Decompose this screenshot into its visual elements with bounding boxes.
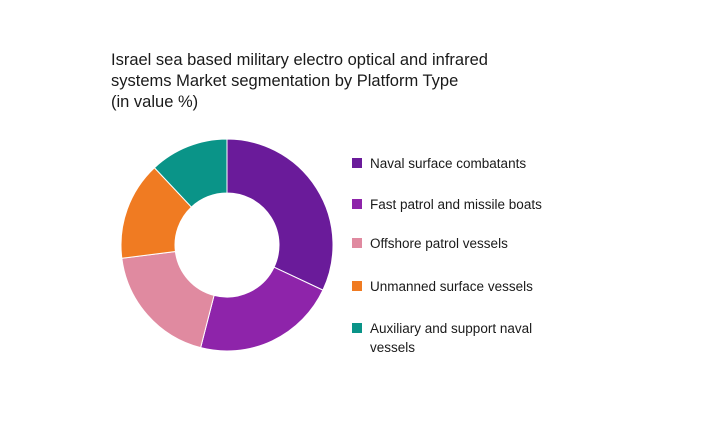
legend-item-naval-surface-combatants: Naval surface combatants — [352, 154, 570, 173]
legend-label-unmanned-surface-vessels: Unmanned surface vessels — [370, 279, 533, 294]
chart-title-line-1: Israel sea based military electro optica… — [111, 51, 488, 69]
legend-item-fast-patrol-missile-boats: Fast patrol and missile boats — [352, 195, 570, 214]
legend-swatch-unmanned-surface-vessels — [352, 281, 362, 291]
legend-swatch-auxiliary-support-naval-vessels — [352, 323, 362, 333]
legend-label-auxiliary-support-naval-vessels: Auxiliary and support naval vessels — [370, 321, 533, 355]
donut-slice-auxiliary-and-support-naval-vessels — [153, 138, 228, 208]
legend-label-fast-patrol-missile-boats: Fast patrol and missile boats — [370, 197, 542, 212]
legend-label-offshore-patrol-vessels: Offshore patrol vessels — [370, 236, 508, 251]
legend-label-naval-surface-combatants: Naval surface combatants — [370, 156, 527, 171]
chart-title: Israel sea based military electro optica… — [111, 50, 571, 113]
chart-title-line-3: (in value %) — [111, 93, 199, 111]
legend-swatch-naval-surface-combatants — [352, 158, 362, 168]
chart-title-line-2: systems Market segmentation by Platform … — [111, 72, 459, 90]
legend-item-auxiliary-support-naval-vessels: Auxiliary and support naval vessels — [352, 319, 570, 357]
legend-swatch-offshore-patrol-vessels — [352, 238, 362, 248]
donut-slice-offshore-patrol-vessels — [121, 250, 215, 349]
legend-item-offshore-patrol-vessels: Offshore patrol vessels — [352, 234, 570, 253]
legend-swatch-fast-patrol-missile-boats — [352, 199, 362, 209]
legend-item-unmanned-surface-vessels: Unmanned surface vessels — [352, 277, 570, 296]
donut-slice-naval-surface-combatants — [226, 138, 334, 291]
donut-slice-fast-patrol-and-missile-boats — [200, 266, 324, 352]
